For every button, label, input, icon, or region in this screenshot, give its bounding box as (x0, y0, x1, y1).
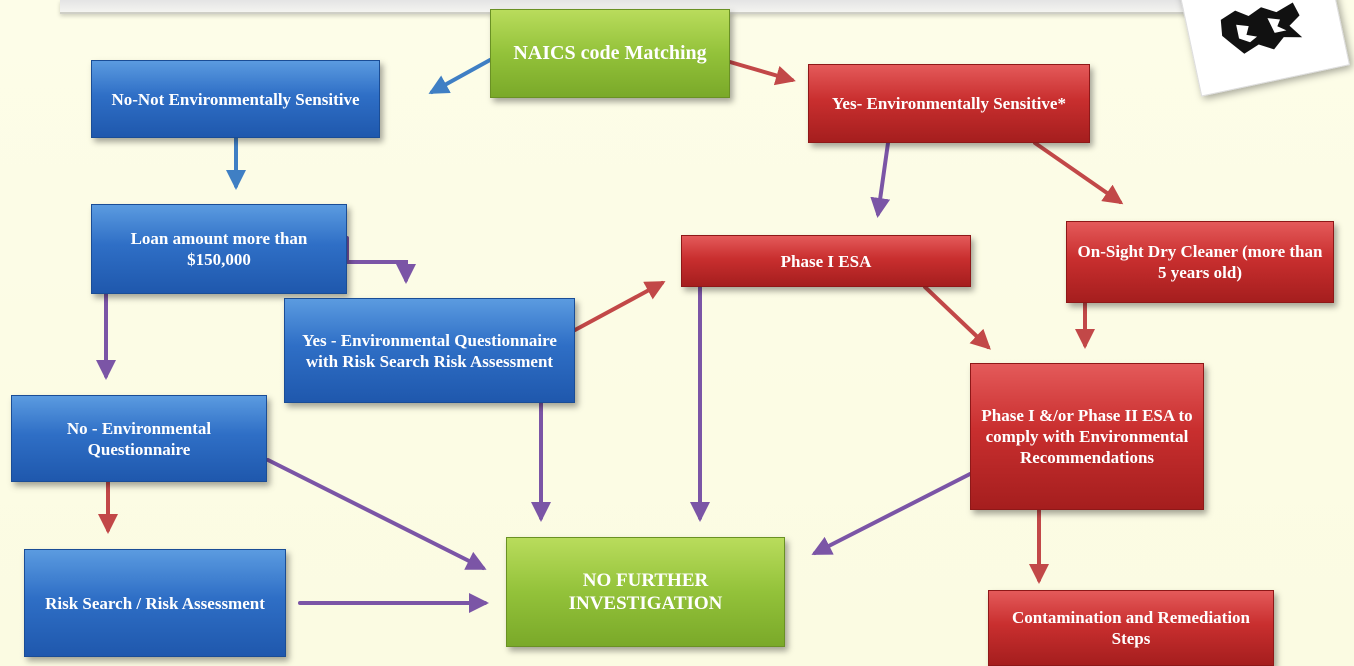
node-no-questionnaire: No - Environmental Questionnaire (11, 395, 267, 482)
node-no-questionnaire-label: No - Environmental Questionnaire (66, 418, 212, 459)
node-loan-amount-label: Loan amount more than $150,000 (130, 229, 308, 269)
arrow-naics-to-yes-sensitive (728, 60, 796, 86)
node-phase1-2-label: Phase I &/or Phase II ESA to comply with… (981, 406, 1193, 467)
node-no-sensitive-label: No-Not Environmentally Sensitive (111, 89, 360, 109)
node-naics-label: NAICS code Matching (513, 42, 707, 64)
node-yes-questionnaire-label: Yes - Environmental Questionnaire with R… (302, 330, 557, 371)
node-yes-sensitive-label: Yes- Environmentally Sensitive* (832, 94, 1066, 113)
node-risk-search: Risk Search / Risk Assessment (24, 549, 286, 657)
node-no-sensitive: No-Not Environmentally Sensitive (91, 60, 380, 138)
node-no-further: NO FURTHER INVESTIGATION (506, 537, 785, 647)
node-phase1-2: Phase I &/or Phase II ESA to comply with… (970, 363, 1204, 510)
node-contamination: Contamination and Remediation Steps (988, 590, 1274, 666)
node-phase1: Phase I ESA (681, 235, 971, 287)
node-yes-questionnaire: Yes - Environmental Questionnaire with R… (284, 298, 575, 403)
node-yes-sensitive: Yes- Environmentally Sensitive* (808, 64, 1090, 143)
node-naics: NAICS code Matching (490, 9, 730, 98)
arrow-yes-sensitive-to-phase1 (870, 141, 891, 218)
logo-card (1178, 0, 1350, 97)
arrow-yes-sensitive-to-dry-cleaner (1033, 141, 1124, 205)
node-dry-cleaner: On-Sight Dry Cleaner (more than 5 years … (1066, 221, 1334, 303)
arrow-yes-questionnaire-to-phase1 (573, 281, 666, 332)
node-no-further-label: NO FURTHER INVESTIGATION (568, 570, 723, 614)
node-phase1-label: Phase I ESA (780, 251, 872, 271)
node-risk-search-label: Risk Search / Risk Assessment (45, 593, 265, 613)
arrow-naics-to-no-sensitive (428, 58, 492, 94)
logo-mark-icon (1220, 2, 1303, 54)
node-loan-amount: Loan amount more than $150,000 (91, 204, 347, 294)
arrow-loan-to-yes-questionnaire (345, 236, 416, 284)
node-dry-cleaner-label: On-Sight Dry Cleaner (more than 5 years … (1077, 242, 1323, 282)
node-contamination-label: Contamination and Remediation Steps (1011, 608, 1251, 648)
arrow-phase1-to-phase1-2 (923, 285, 991, 350)
arrow-no-questionnaire-to-no-further (266, 458, 487, 570)
arrow-phase1-2-to-no-further (811, 472, 972, 555)
